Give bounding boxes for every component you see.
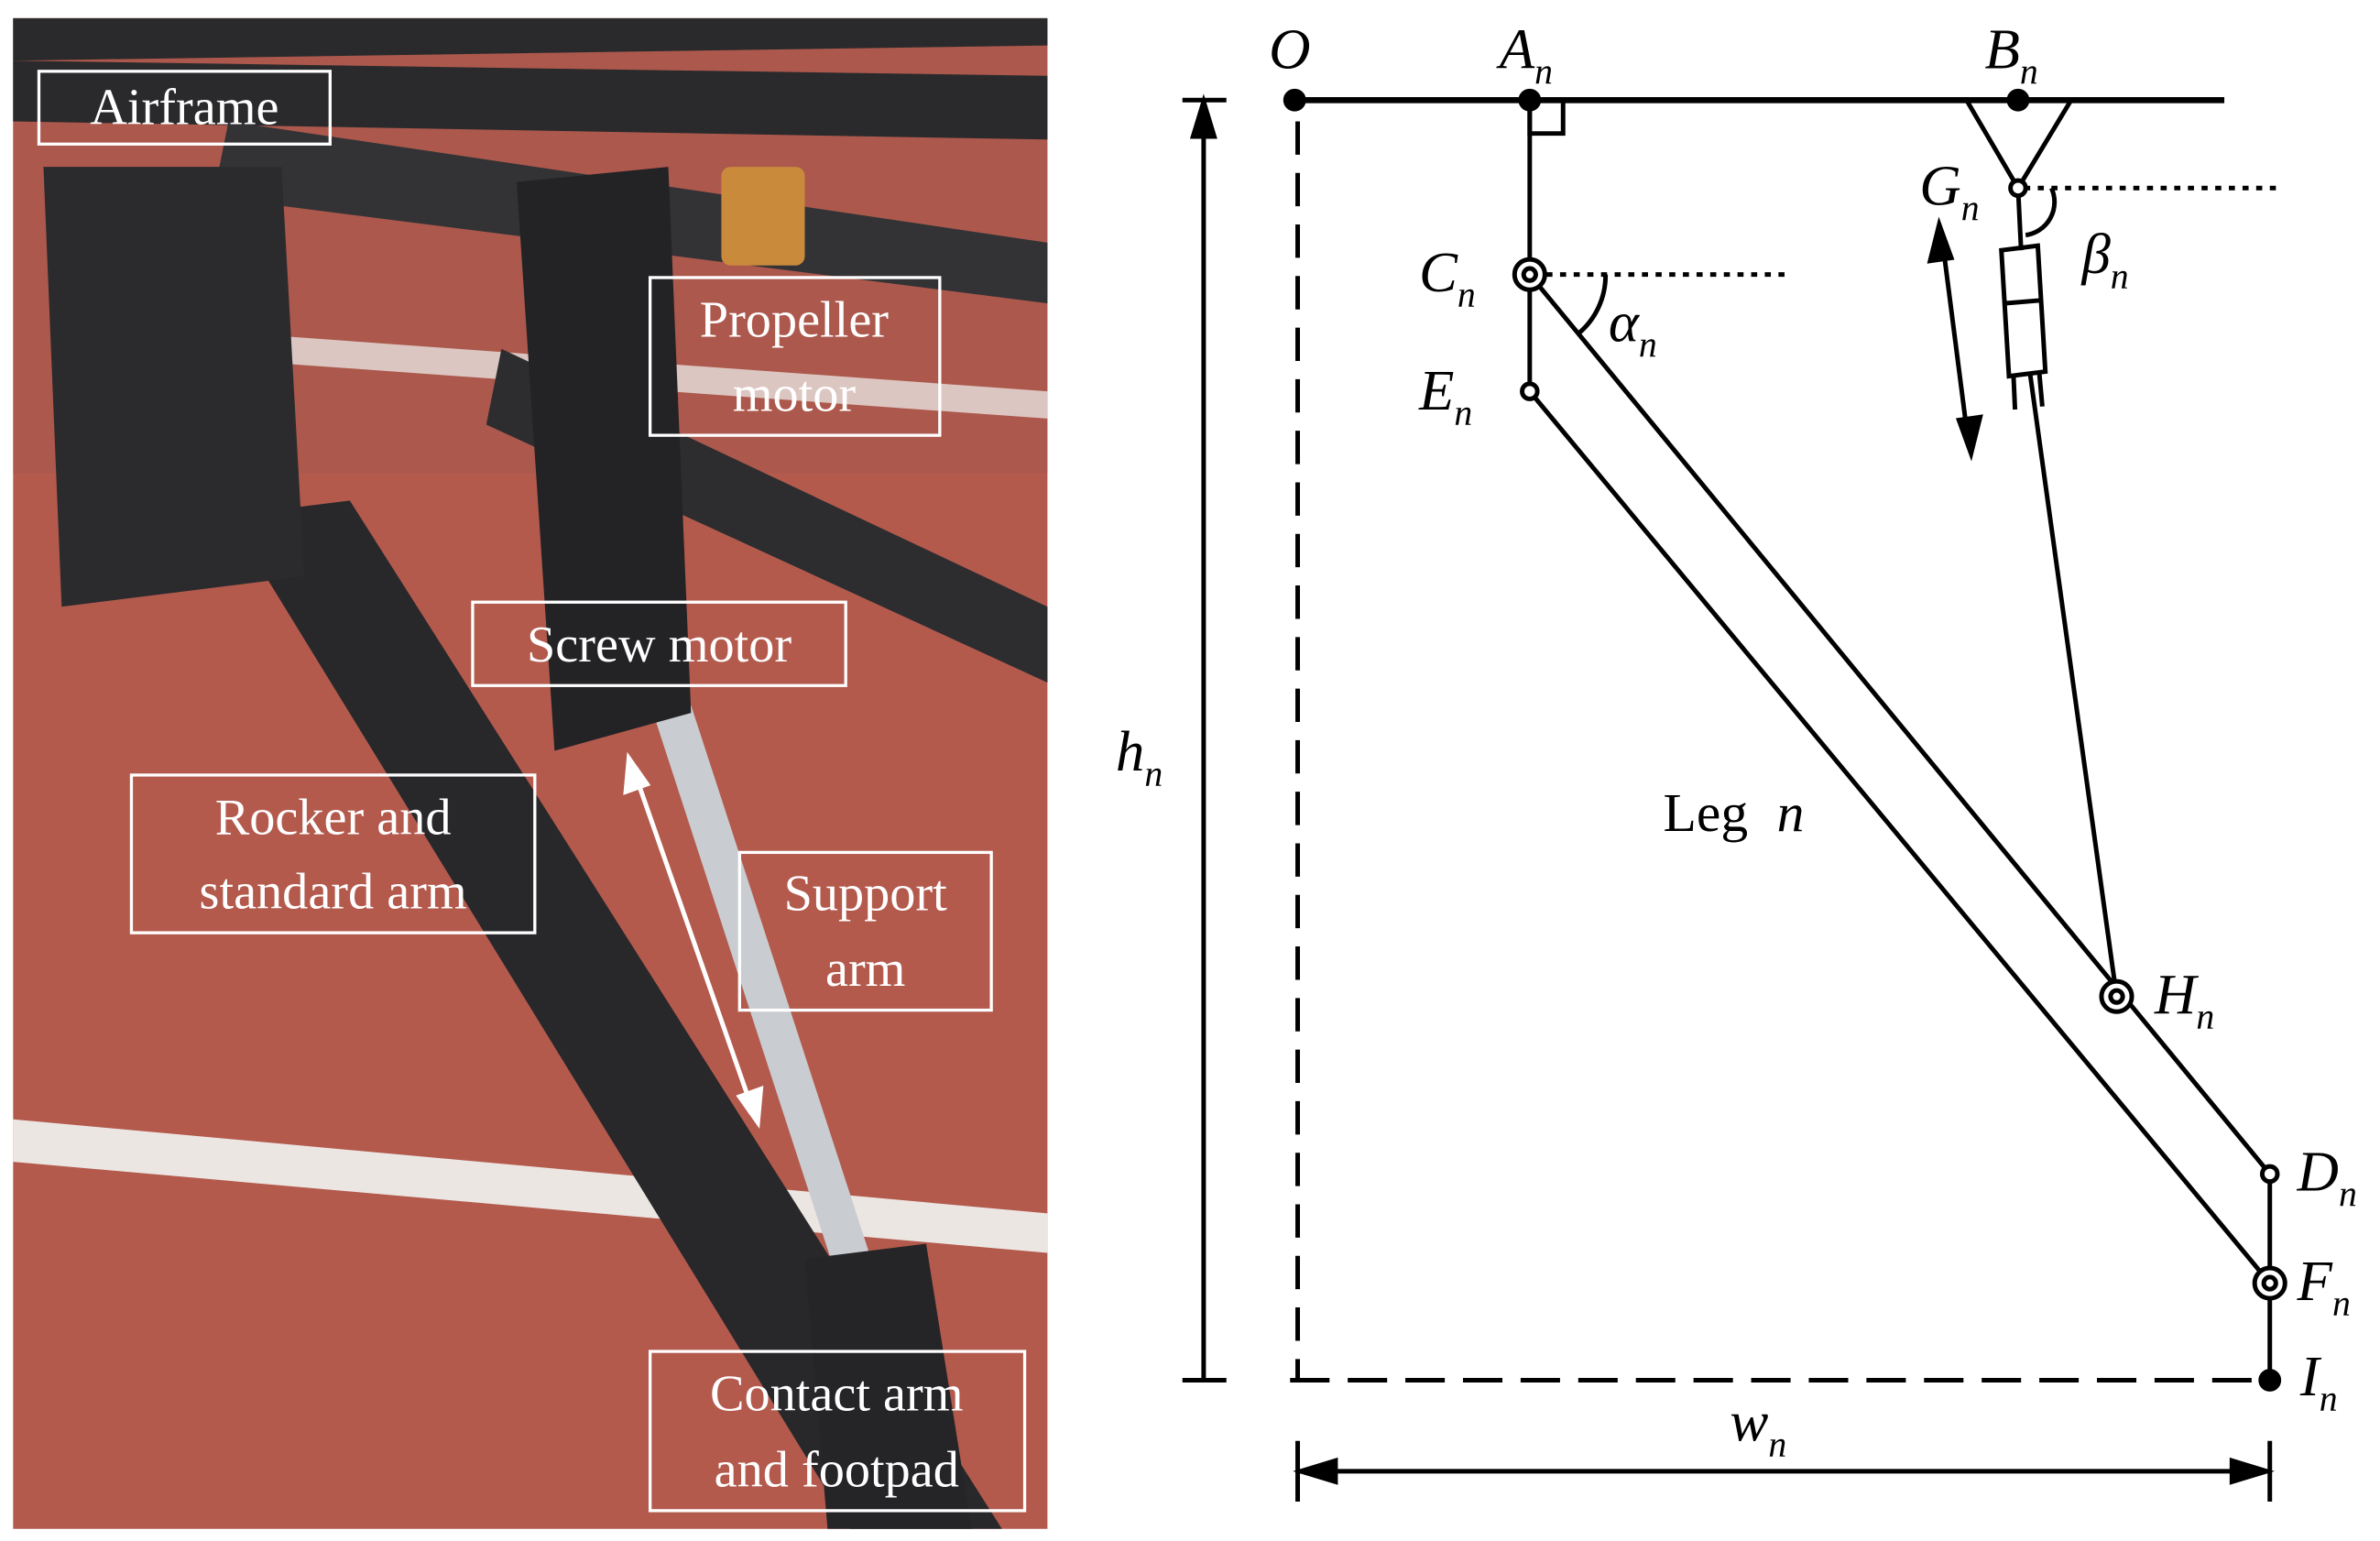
bracket-plate [43, 167, 305, 607]
point-O [1283, 88, 1306, 112]
height-dimension [1182, 93, 1227, 1383]
label-box-support-arm [737, 850, 993, 1012]
label-contact-arm: Contact arm [710, 1366, 964, 1423]
screw-cylinder [1999, 243, 2048, 379]
footpad-bracket [804, 1243, 972, 1529]
label-standard-arm: standard arm [200, 864, 467, 921]
label-box-rocker [129, 773, 537, 934]
label-propeller: Propeller [700, 292, 890, 349]
airframe-tube [13, 60, 1048, 140]
label-motor: motor [733, 366, 857, 423]
label-C: Cn [1419, 240, 1476, 315]
label-alpha: αn [1609, 290, 1657, 365]
label-footpad: and footpad [715, 1441, 959, 1498]
joint-D [2259, 1164, 2280, 1185]
point-A [1518, 88, 1542, 112]
bracket-plate [516, 167, 692, 751]
cylinder-rod-top [2015, 188, 2024, 251]
label-D: Dn [2297, 1140, 2357, 1215]
support-arm [652, 705, 896, 1343]
point-B [2006, 88, 2030, 112]
cylinder-divider [2003, 298, 2041, 306]
support-link [2027, 374, 2119, 998]
label-box-screw-motor [471, 600, 847, 687]
label-h: hn [1116, 719, 1163, 794]
label-arm: arm [825, 941, 905, 998]
leg-upper-edge [1527, 273, 2272, 1175]
label-H: Hn [2154, 962, 2214, 1037]
beta-arc [2025, 187, 2058, 238]
motion-arrow [1927, 216, 1983, 462]
label-airframe: Airframe [90, 80, 278, 137]
alpha-arc [1577, 274, 1609, 336]
point-I [2258, 1369, 2282, 1392]
label-box-airframe [37, 70, 332, 146]
label-I: In [2299, 1344, 2338, 1419]
label-E: En [1418, 358, 1472, 433]
label-A: An [1496, 16, 1553, 92]
cylinder-rail [2011, 376, 2018, 410]
leg-lower-edge [1527, 389, 2272, 1285]
support-bracket [1964, 98, 2073, 193]
motion-arrow [623, 751, 764, 1130]
propeller-motor [721, 167, 805, 266]
label-w: wn [1730, 1390, 1786, 1465]
label-rocker: Rocker and [215, 790, 452, 847]
label-beta: βn [2080, 222, 2128, 297]
width-dimension [1293, 1440, 2275, 1502]
joint-G [2008, 178, 2028, 199]
diagram-labels: O An Bn Cn En Gn βn αn Hn Dn Fn In hn wn… [1116, 16, 2357, 1464]
label-support: Support [784, 865, 948, 922]
photo-panel: Airframe Propeller motor Screw motor Roc… [13, 17, 1048, 1529]
cylinder-rail [2036, 373, 2045, 407]
label-B: Bn [1984, 16, 2037, 92]
label-F: Fn [2297, 1249, 2351, 1324]
label-G: Gn [1919, 153, 1979, 228]
label-O: O [1269, 16, 1310, 81]
label-box-contact-arm [648, 1350, 1027, 1513]
label-box-propeller-motor [648, 276, 942, 437]
leg-diagram [1182, 88, 2287, 1502]
joint-E [1520, 381, 1540, 401]
label-leg-n: Leg n [1664, 782, 1805, 843]
label-screw-motor: Screw motor [527, 617, 792, 673]
